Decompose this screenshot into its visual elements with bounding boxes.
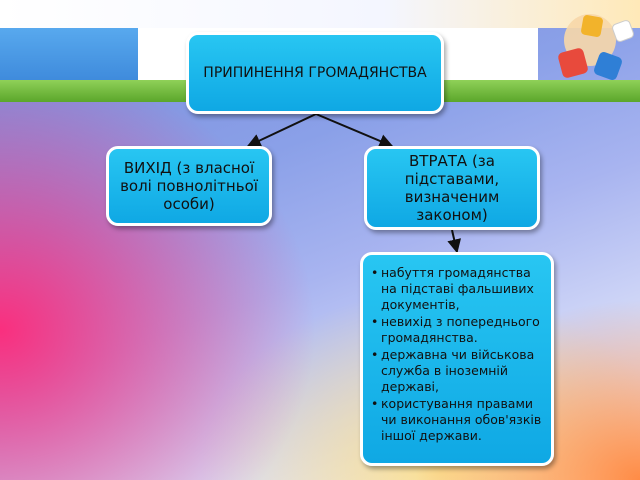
arrow-right-to-details [447, 229, 462, 254]
loss-grounds-node: набуття громадянства на підставі фальшив… [360, 252, 554, 466]
list-item: державна чи військова служба в іноземній… [371, 347, 545, 395]
arrow-root-to-right [315, 113, 394, 148]
list-item: невихід з попереднього громадянства. [371, 314, 545, 346]
root-node: ПРИПИНЕННЯ ГРОМАДЯНСТВА [186, 32, 444, 114]
exit-node-label: ВИХІД (з власної волі повнолітньої особи… [120, 159, 258, 213]
loss-node-label: ВТРАТА (за підставами, визначеним законо… [404, 152, 500, 224]
top-band [0, 0, 640, 28]
list-item: набуття громадянства на підставі фальшив… [371, 265, 545, 313]
arrow-root-to-left [246, 113, 317, 147]
puzzle-decoration-icon [558, 14, 634, 80]
loss-node: ВТРАТА (за підставами, визначеним законо… [364, 146, 540, 230]
list-item: користування правами чи виконання обов'я… [371, 396, 545, 444]
root-node-label: ПРИПИНЕННЯ ГРОМАДЯНСТВА [203, 65, 427, 81]
header-blue-block [0, 28, 138, 80]
loss-grounds-list: набуття громадянства на підставі фальшив… [371, 265, 545, 445]
exit-node: ВИХІД (з власної волі повнолітньої особи… [106, 146, 272, 226]
